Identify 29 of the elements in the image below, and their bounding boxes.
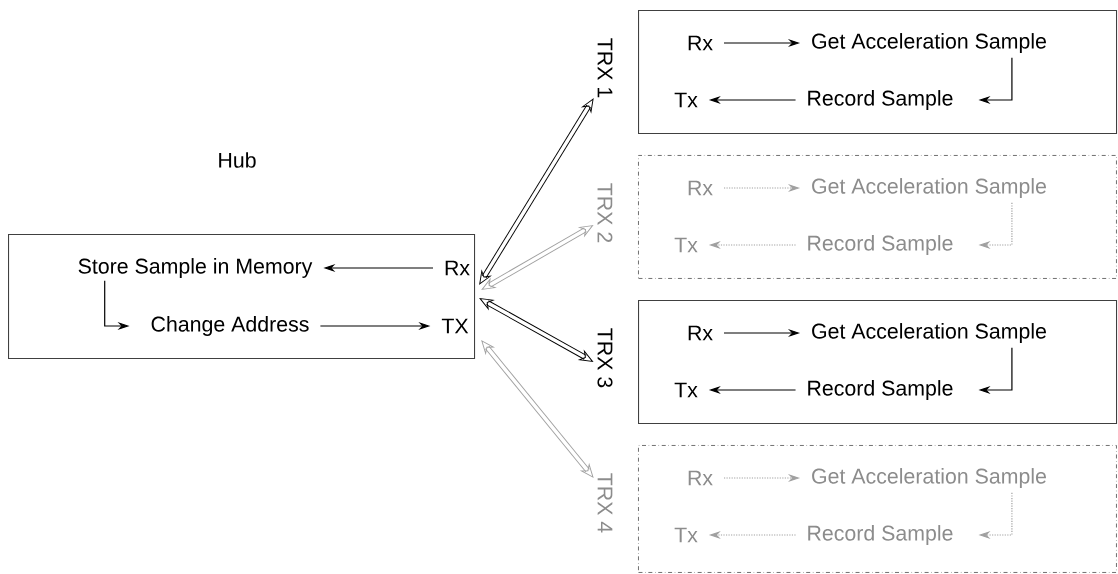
node-label: Hub — [219, 152, 256, 168]
step-text: Get Acceleration Sample — [812, 468, 1046, 488]
node-label: TRX 3 — [597, 328, 613, 388]
step-text: Get Acceleration Sample — [812, 323, 1046, 343]
step-text: Change Address — [151, 316, 309, 336]
port-label: Rx — [688, 470, 713, 486]
step-text: Store Sample in Memory — [78, 258, 313, 278]
node-label: TRX 2 — [597, 183, 613, 243]
arrow — [481, 340, 594, 478]
port-label: Rx — [688, 35, 713, 51]
node-label: TRX 4 — [597, 473, 613, 533]
arrow — [479, 98, 594, 285]
step-text: Get Acceleration Sample — [812, 178, 1046, 198]
port-label: Rx — [688, 325, 713, 341]
node-label: TRX 1 — [597, 38, 613, 98]
port-label: Tx — [674, 382, 698, 398]
step-text: Record Sample — [808, 525, 953, 545]
step-text: Record Sample — [808, 380, 953, 400]
port-label: Tx — [674, 92, 698, 108]
port-label: Rx — [688, 180, 713, 196]
step-text: Record Sample — [808, 90, 953, 110]
step-text: Record Sample — [808, 235, 953, 255]
port-label: TX — [441, 318, 469, 334]
arrow — [481, 225, 593, 290]
port-label: Rx — [445, 260, 470, 276]
port-label: Tx — [674, 237, 698, 253]
arrow — [479, 298, 593, 362]
step-text: Get Acceleration Sample — [812, 33, 1046, 53]
port-label: Tx — [674, 527, 698, 543]
